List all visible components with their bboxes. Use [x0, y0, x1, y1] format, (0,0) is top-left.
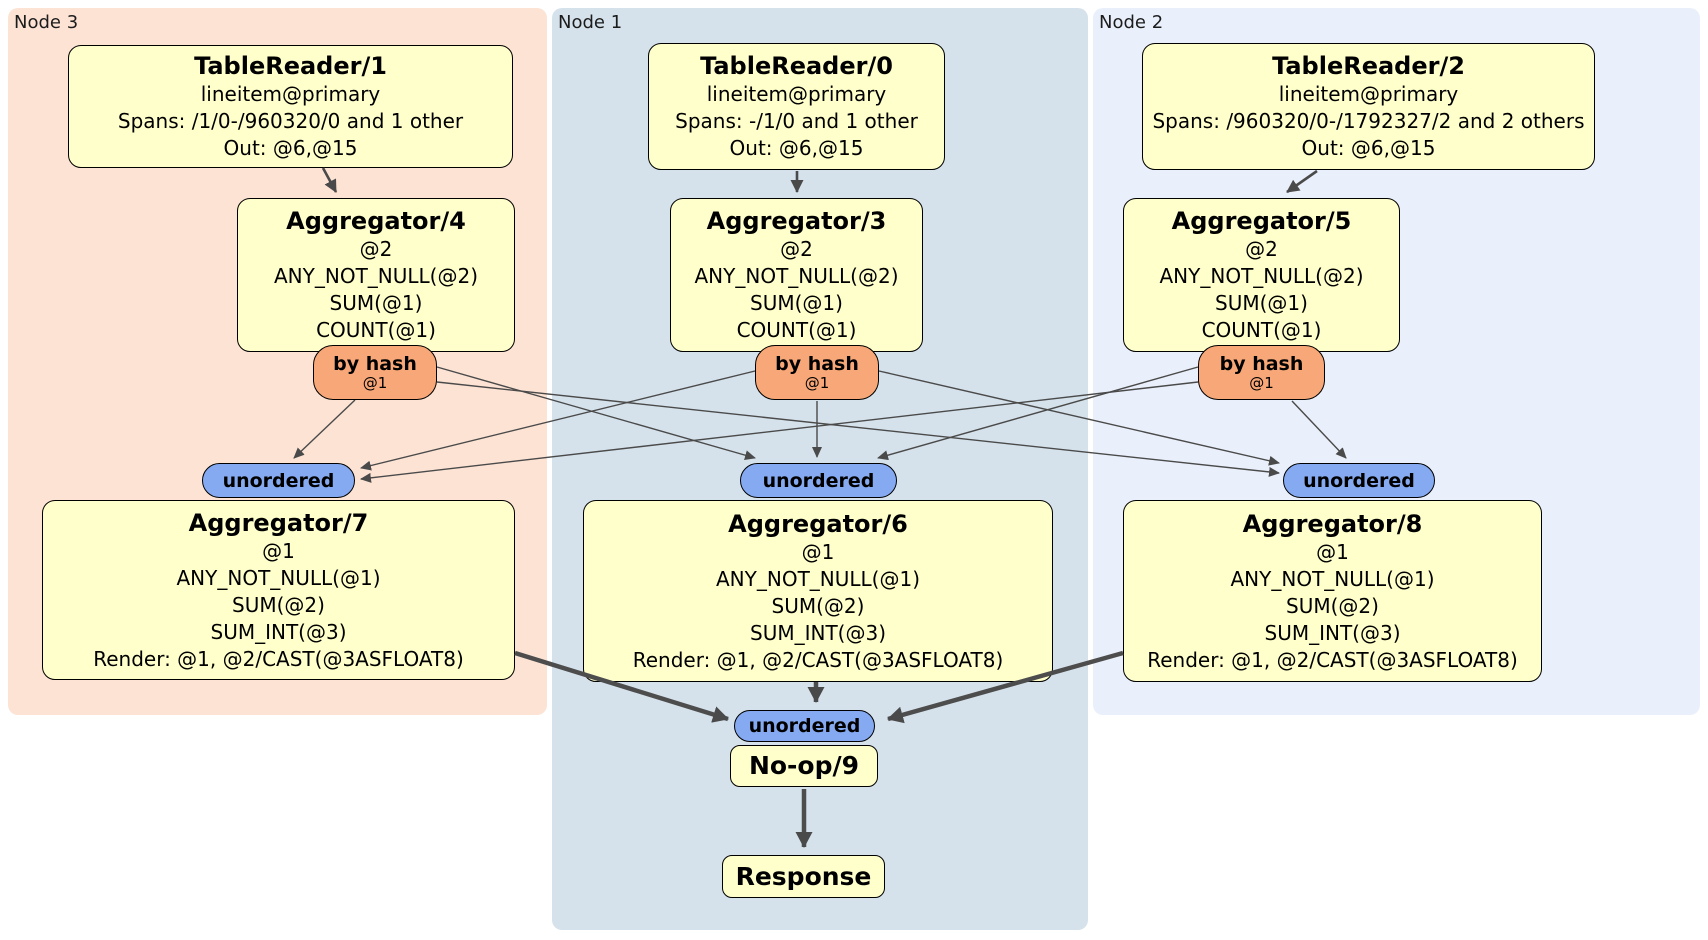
processor-detail: @2 [359, 237, 393, 261]
router-label: by hash [1219, 352, 1304, 375]
final-unordered-sync: unordered [734, 710, 875, 742]
processor-title: Aggregator/6 [728, 509, 908, 538]
processor-detail: SUM(@2) [232, 592, 325, 617]
processor-detail: ANY_NOT_NULL(@2) [1159, 264, 1364, 288]
router-detail: @1 [362, 373, 388, 392]
node1-hash-router: by hash @1 [755, 345, 879, 400]
processor-detail: Render: @1, @2/CAST(@3ASFLOAT8) [632, 647, 1004, 672]
node2-unordered-sync: unordered [1283, 463, 1435, 498]
processor-detail: SUM(@2) [771, 593, 865, 618]
processor-detail: COUNT(@1) [1201, 318, 1322, 342]
processor-title: TableReader/0 [700, 52, 893, 80]
processor-detail: @1 [801, 539, 835, 564]
processor-title: Aggregator/8 [1242, 509, 1423, 538]
node3-unordered-sync: unordered [202, 463, 355, 498]
sync-label: unordered [1303, 469, 1415, 492]
processor-detail: SUM(@1) [1215, 291, 1308, 315]
processor-detail: lineitem@primary [1278, 82, 1459, 106]
processor-detail: ANY_NOT_NULL(@2) [694, 264, 899, 288]
sync-label: unordered [222, 469, 335, 492]
response-box: Response [722, 855, 885, 898]
processor-detail: SUM(@2) [1286, 593, 1379, 618]
processor-detail: SUM(@1) [750, 291, 843, 315]
node1-tablereader-box: TableReader/0 lineitem@primary Spans: -/… [648, 43, 945, 170]
processor-detail: Out: @6,@15 [223, 136, 358, 160]
processor-detail: Spans: -/1/0 and 1 other [675, 109, 918, 133]
sync-label: unordered [762, 469, 875, 492]
region-label-node1: Node 1 [558, 12, 623, 33]
processor-detail: Out: @6,@15 [729, 136, 864, 160]
processor-detail: @1 [262, 538, 295, 563]
processor-detail: SUM(@1) [329, 291, 423, 315]
processor-detail: Spans: /960320/0-/1792327/2 and 2 others [1152, 109, 1585, 133]
processor-detail: ANY_NOT_NULL(@1) [1230, 566, 1435, 591]
processor-detail: ANY_NOT_NULL(@1) [716, 566, 920, 591]
router-detail: @1 [1249, 373, 1274, 392]
processor-detail: SUM_INT(@3) [1264, 620, 1401, 645]
processor-detail: @2 [780, 237, 813, 261]
sync-label: unordered [748, 715, 861, 737]
node2-aggregator-bottom-box: Aggregator/8 @1 ANY_NOT_NULL(@1) SUM(@2)… [1123, 500, 1542, 682]
processor-detail: @2 [1245, 237, 1278, 261]
processor-detail: Render: @1, @2/CAST(@3ASFLOAT8) [1147, 647, 1518, 672]
node1-aggregator-bottom-box: Aggregator/6 @1 ANY_NOT_NULL(@1) SUM(@2)… [583, 500, 1053, 682]
processor-title: TableReader/1 [194, 52, 387, 80]
noop-box: No-op/9 [730, 745, 878, 787]
processor-detail: SUM_INT(@3) [210, 619, 347, 644]
processor-title: Aggregator/3 [706, 207, 887, 235]
processor-detail: lineitem@primary [706, 82, 887, 106]
node2-hash-router: by hash @1 [1198, 345, 1325, 400]
processor-title: TableReader/2 [1272, 52, 1465, 80]
processor-title: Aggregator/4 [286, 207, 466, 235]
node2-tablereader-box: TableReader/2 lineitem@primary Spans: /9… [1142, 43, 1595, 170]
processor-title: Aggregator/7 [188, 508, 369, 537]
processor-detail: lineitem@primary [200, 82, 381, 106]
node3-aggregator-top-box: Aggregator/4 @2 ANY_NOT_NULL(@2) SUM(@1)… [237, 198, 515, 352]
router-label: by hash [775, 352, 859, 375]
router-label: by hash [333, 352, 417, 375]
processor-detail: Out: @6,@15 [1301, 136, 1436, 160]
processor-detail: COUNT(@1) [316, 318, 436, 342]
processor-detail: SUM_INT(@3) [750, 620, 886, 645]
processor-title: Aggregator/5 [1171, 207, 1352, 235]
processor-detail: COUNT(@1) [736, 318, 857, 342]
router-detail: @1 [804, 373, 830, 392]
processor-detail: ANY_NOT_NULL(@2) [274, 264, 478, 288]
processor-detail: Spans: /1/0-/960320/0 and 1 other [117, 109, 464, 133]
processor-title: Response [735, 861, 872, 891]
node2-aggregator-top-box: Aggregator/5 @2 ANY_NOT_NULL(@2) SUM(@1)… [1123, 198, 1400, 352]
node3-aggregator-bottom-box: Aggregator/7 @1 ANY_NOT_NULL(@1) SUM(@2)… [42, 500, 515, 680]
processor-detail: @1 [1316, 539, 1349, 564]
processor-detail: Render: @1, @2/CAST(@3ASFLOAT8) [93, 646, 464, 671]
node3-hash-router: by hash @1 [313, 345, 437, 400]
region-label-node3: Node 3 [14, 12, 79, 33]
processor-title: No-op/9 [748, 751, 860, 780]
processor-detail: ANY_NOT_NULL(@1) [176, 565, 381, 590]
node1-unordered-sync: unordered [740, 463, 897, 498]
region-label-node2: Node 2 [1099, 12, 1164, 33]
node1-aggregator-top-box: Aggregator/3 @2 ANY_NOT_NULL(@2) SUM(@1)… [670, 198, 923, 352]
node3-tablereader-box: TableReader/1 lineitem@primary Spans: /1… [68, 45, 513, 168]
